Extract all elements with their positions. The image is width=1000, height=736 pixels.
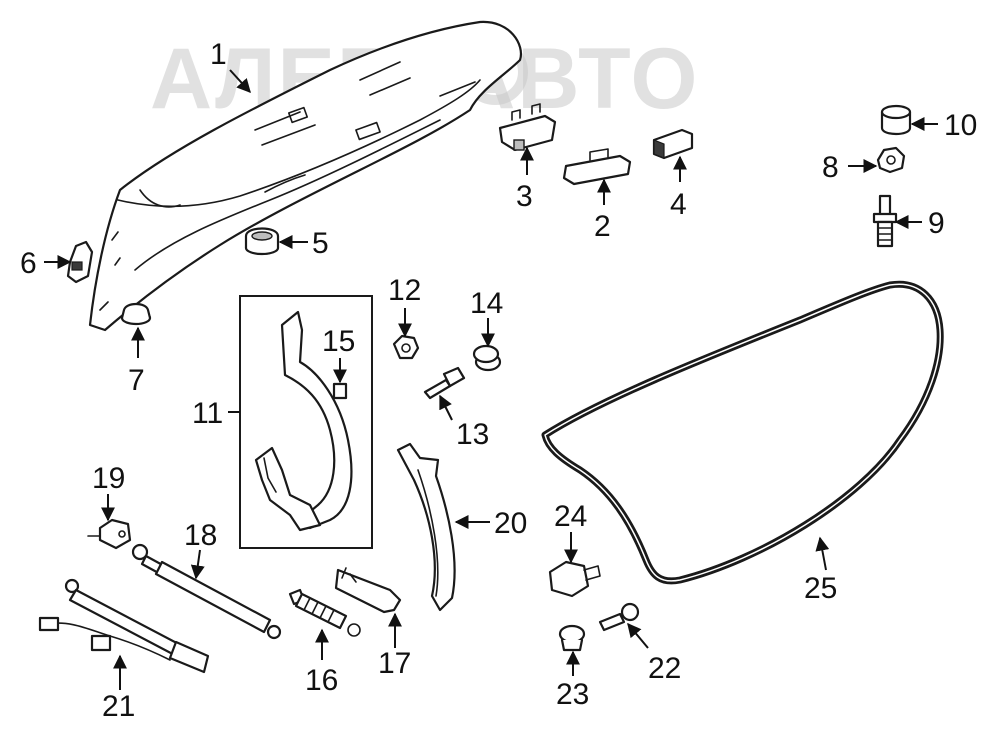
callout-25: 25: [804, 572, 837, 605]
part-5-rubber-bumper: [244, 227, 280, 256]
callout-3: 3: [516, 180, 533, 213]
callout-9: 9: [928, 207, 945, 240]
part-16-spring: [288, 588, 361, 637]
part-2-clip: [562, 148, 632, 186]
part-18-lift-strut: [131, 543, 282, 640]
callout-1: 1: [210, 38, 227, 71]
callout-labels: 1 2 3 4 5 6 7 8 9 10 11 12 13 14 15 16 1…: [20, 38, 977, 723]
callout-19: 19: [92, 462, 125, 495]
callout-8: 8: [822, 151, 839, 184]
part-1-trunk-lid: [88, 20, 523, 332]
part-22-screw: [598, 602, 640, 632]
part-12-nut: [392, 334, 420, 360]
callout-24: 24: [554, 500, 587, 533]
part-19-bracket: [87, 518, 132, 550]
part-24-lock-actuator: [548, 560, 601, 598]
callout-20: 20: [494, 507, 527, 540]
part-11-hinge-box: [239, 295, 373, 549]
callout-22: 22: [648, 652, 681, 685]
part-15-clip: [332, 382, 348, 400]
part-20-trim-bracket: [396, 442, 456, 612]
callout-2: 2: [594, 210, 611, 243]
callout-18: 18: [184, 519, 217, 552]
part-14-grommet: [472, 344, 502, 372]
callout-23: 23: [556, 678, 589, 711]
part-4-bumper-stop: [652, 128, 694, 160]
part-9-stud-bolt: [872, 194, 898, 248]
callout-11: 11: [192, 397, 223, 430]
callout-7: 7: [128, 364, 145, 397]
part-23-plug: [558, 624, 586, 652]
part-3-latch-striker: [498, 103, 557, 152]
callout-21: 21: [102, 690, 135, 723]
part-21-wiring-actuator: [38, 578, 210, 674]
part-7-rubber-stop: [120, 302, 152, 326]
part-13-bolt: [423, 366, 466, 400]
leader-lines: [44, 69, 938, 690]
callout-16: 16: [305, 664, 338, 697]
callout-10: 10: [944, 109, 977, 142]
part-25-weatherstrip-seal: [541, 280, 944, 585]
callout-6: 6: [20, 247, 37, 280]
callout-4: 4: [670, 188, 687, 221]
callout-15: 15: [322, 325, 355, 358]
part-10-cap: [880, 104, 912, 136]
callout-17: 17: [378, 647, 411, 680]
callout-13: 13: [456, 418, 489, 451]
callout-5: 5: [312, 227, 329, 260]
part-6-bracket: [66, 240, 94, 284]
callout-14: 14: [470, 287, 503, 320]
part-8-nut: [876, 146, 906, 174]
callout-12: 12: [388, 274, 421, 307]
part-17-cover: [334, 567, 402, 614]
